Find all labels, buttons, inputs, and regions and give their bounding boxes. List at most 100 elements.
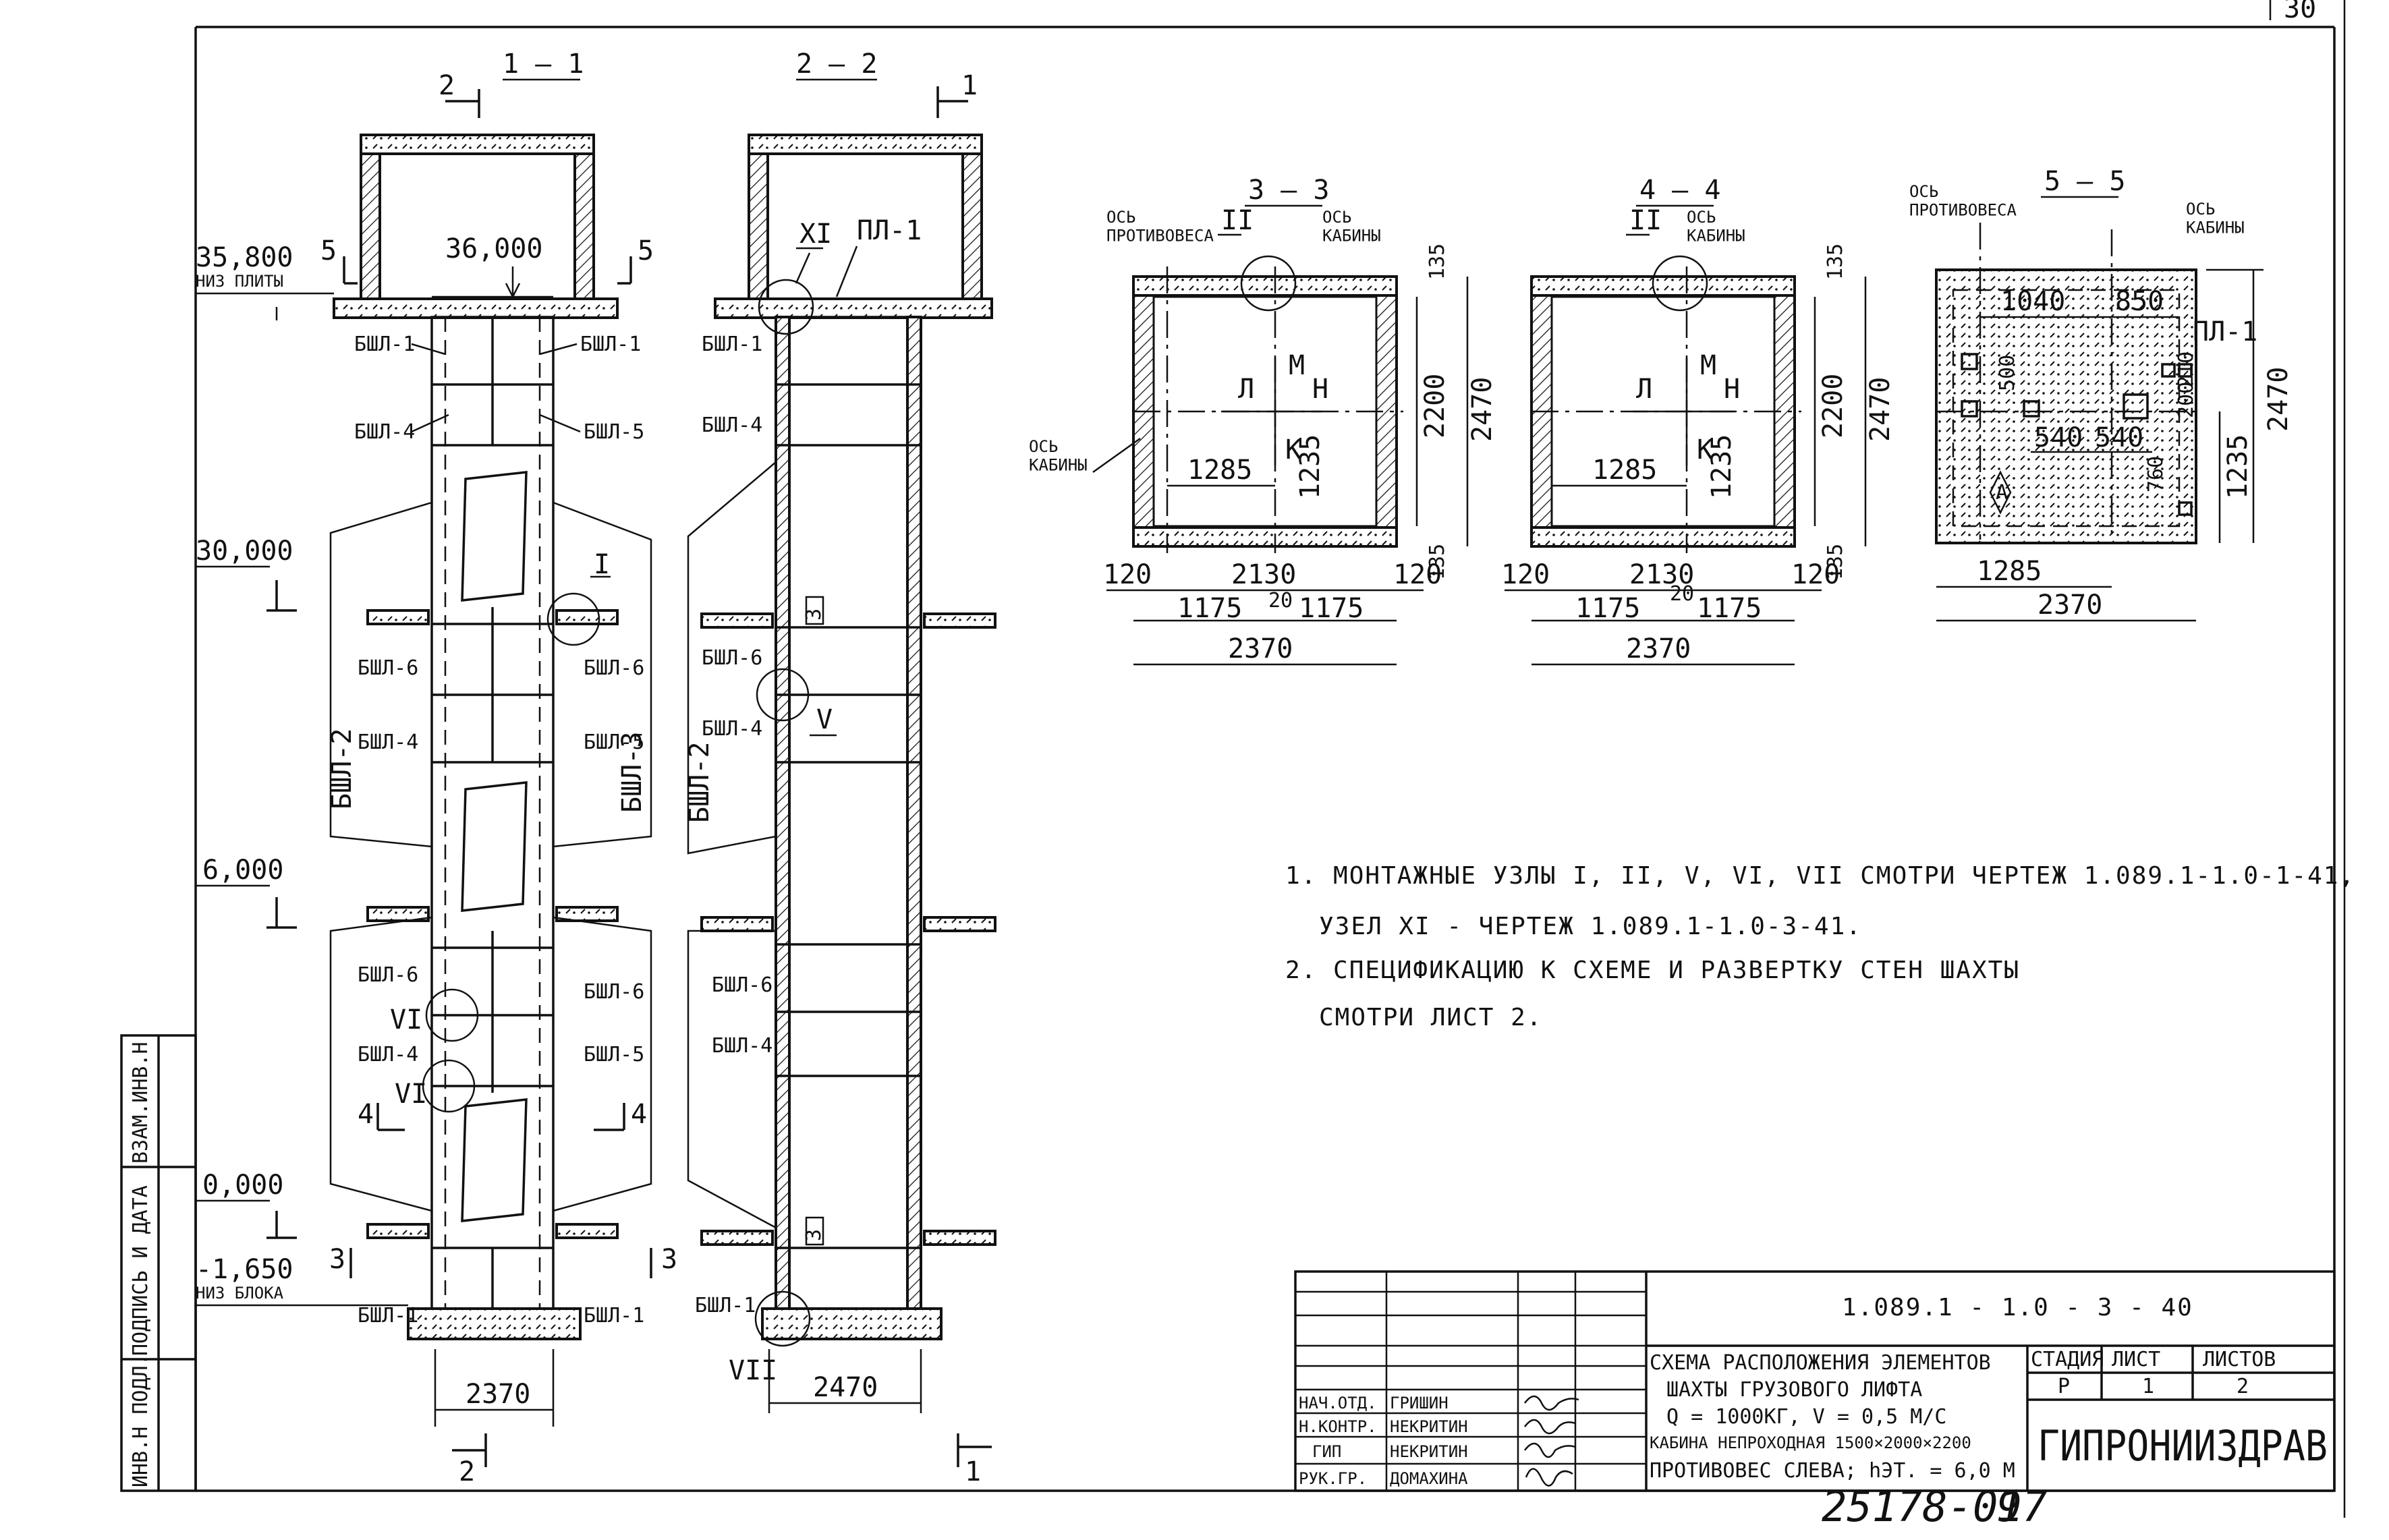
marker-a-5-5: А: [1996, 481, 2008, 505]
dim-760-5-5: 760: [2144, 456, 2168, 492]
top-elevation: 36,000: [445, 233, 543, 264]
name-4: ДОМАХИНА: [1390, 1469, 1468, 1488]
dim-135a-4-4: 135: [1824, 244, 1847, 280]
document-code: 1.089.1 - 1.0 - 3 - 40: [1842, 1294, 2193, 1321]
dim-120a-3-3: 120: [1103, 559, 1152, 590]
dir-m-4-4: М: [1700, 350, 1716, 381]
label-bshl1-top-left: БШЛ-1: [354, 333, 415, 356]
cut-3-right-label: 3: [661, 1244, 677, 1275]
section-2-2-floor-lines: [776, 383, 921, 1249]
dim-1285-4-4: 1285: [1592, 455, 1657, 486]
cut-2-top-label: 2: [439, 70, 455, 101]
node-V-label: V: [816, 704, 833, 735]
dim-2200-4-4: 2200: [1818, 374, 1849, 438]
dim-135b-3-3: 135: [1426, 544, 1449, 580]
dim-1175b-3-3: 1175: [1299, 593, 1364, 624]
label-2-2-bshl1-bottom: БШЛ-1: [695, 1294, 756, 1317]
cut-1-top-label: 1: [961, 70, 978, 101]
label-bshl4-top-left: БШЛ-4: [354, 420, 415, 444]
dim-540a-5-5: 540: [2034, 422, 2083, 453]
dim-120b-4-4: 120: [1791, 559, 1840, 590]
dim-20-3-3: 20: [1268, 589, 1293, 612]
side-wall-right-label: БШЛ-3: [617, 732, 648, 813]
label-bshl5-top-right: БШЛ-5: [584, 420, 644, 444]
dim-850-5-5: 850: [2115, 286, 2164, 317]
label-bshl1-top-right: БШЛ-1: [580, 333, 641, 356]
dim-2370-3-3: 2370: [1228, 633, 1293, 664]
label-bshl6-low-right: БШЛ-6: [584, 980, 644, 1004]
dim-1235-4-4: 1235: [1706, 434, 1737, 499]
signature-4: [1525, 1468, 1573, 1487]
elev-30000: 30,000: [196, 536, 293, 567]
node-I-label: I: [594, 549, 610, 580]
sheets-value: 2: [2237, 1375, 2249, 1398]
label-2-2-bshl6-mid: БШЛ-6: [702, 646, 762, 670]
dir-k-4-4: К: [1697, 434, 1713, 465]
dim-500-5-5: 500: [1996, 355, 2019, 391]
desc-line-2: ШАХТЫ ГРУЗОВОГО ЛИФТА: [1666, 1378, 1922, 1402]
label-bshl1-bottom-right: БШЛ-1: [584, 1304, 644, 1328]
dir-n-4-4: Н: [1724, 374, 1740, 405]
dim-1285-5-5: 1285: [1977, 556, 2042, 587]
section-1-1: 1 – 1 2 36,000 5 5: [196, 49, 677, 1487]
section-3-3-title: 3 – 3: [1248, 175, 1329, 206]
sheet-frame: 30: [194, 0, 2346, 1518]
stamp-signature-date: ПОДПИСЬ И ДАТА: [129, 1185, 152, 1356]
node-VII-label: VII: [729, 1355, 777, 1386]
cut-3-left-label: 3: [329, 1244, 345, 1275]
stamp-vzam-inv: ВЗАМ.ИНВ.Н: [129, 1042, 152, 1164]
title-block: 1.089.1 - 1.0 - 3 - 40 СХЕМА РАСПОЛОЖЕНИ…: [1294, 1270, 2336, 1492]
label-bshl5-mid-right: БШЛ-5: [584, 731, 644, 754]
section-2-2-width: 2470: [813, 1372, 878, 1403]
dim-2370-4-4: 2370: [1626, 633, 1691, 664]
note-line-2: УЗЕЛ XI - ЧЕРТЕЖ 1.089.1-1.0-3-41.: [1319, 913, 1862, 940]
label-bshl1-bottom-left: БШЛ-1: [358, 1304, 418, 1328]
label-bshl6-mid-left: БШЛ-6: [358, 656, 418, 680]
note-line-4: СМОТРИ ЛИСТ 2.: [1319, 1004, 1542, 1031]
dim-1235-3-3: 1235: [1295, 434, 1326, 499]
notes-block: 1. МОНТАЖНЫЕ УЗЛЫ I, II, V, VI, VII СМОТ…: [1285, 862, 2355, 1031]
elev-0000: 0,000: [202, 1170, 283, 1201]
elev-minus-1650-note: НИЗ БЛОКА: [196, 1284, 284, 1303]
signature-1: [1524, 1395, 1579, 1411]
dim-2130-4-4: 2130: [1629, 559, 1694, 590]
node-VI-2-label: VI: [395, 1079, 427, 1110]
dim-135b-4-4: 135: [1824, 544, 1847, 580]
marker-lower: 3: [802, 1229, 826, 1241]
archive-number: 25178-01: [1822, 1482, 2023, 1531]
cut-4-right-label: 4: [631, 1099, 647, 1130]
dir-k-3-3: К: [1285, 434, 1301, 465]
dim-2470-5-5: 2470: [2263, 367, 2294, 432]
dim-210-5-5: 210: [2174, 351, 2198, 388]
dim-135a-3-3: 135: [1426, 244, 1449, 280]
elev-35800: 35,800: [196, 242, 293, 273]
dim-1040-5-5: 1040: [2000, 286, 2065, 317]
dim-120b-3-3: 120: [1393, 559, 1442, 590]
label-2-2-bshl1-top: БШЛ-1: [702, 333, 762, 356]
name-3: НЕКРИТИН: [1390, 1442, 1468, 1461]
dim-2370-5-5: 2370: [2037, 590, 2102, 621]
dim-2200-3-3: 2200: [1420, 374, 1451, 438]
desc-line-4: КАБИНА НЕПРОХОДНАЯ 1500×2000×2200: [1650, 1433, 1971, 1452]
cut-5-left-label: 5: [320, 235, 337, 266]
dir-l-4-4: Л: [1636, 374, 1652, 405]
side-wall-left-label: БШЛ-2: [327, 729, 358, 809]
dir-m-3-3: М: [1289, 350, 1305, 381]
plate-pl1-5-5: ПЛ-1: [2193, 316, 2257, 347]
label-2-2-bshl6-low: БШЛ-6: [712, 973, 772, 997]
marker-upper: 3: [802, 608, 826, 621]
note-line-1: 1. МОНТАЖНЫЕ УЗЛЫ I, II, V, VI, VII СМОТ…: [1285, 862, 2355, 890]
label-bshl6-mid-right: БШЛ-6: [584, 656, 644, 680]
section-1-1-width: 2370: [466, 1379, 530, 1410]
note-line-3: 2. СПЕЦИФИКАЦИЮ К СХЕМЕ И РАЗВЕРТКУ СТЕН…: [1285, 957, 2020, 984]
dim-200-5-5: 200: [2174, 382, 2198, 418]
label-bshl6-low-left: БШЛ-6: [358, 963, 418, 987]
